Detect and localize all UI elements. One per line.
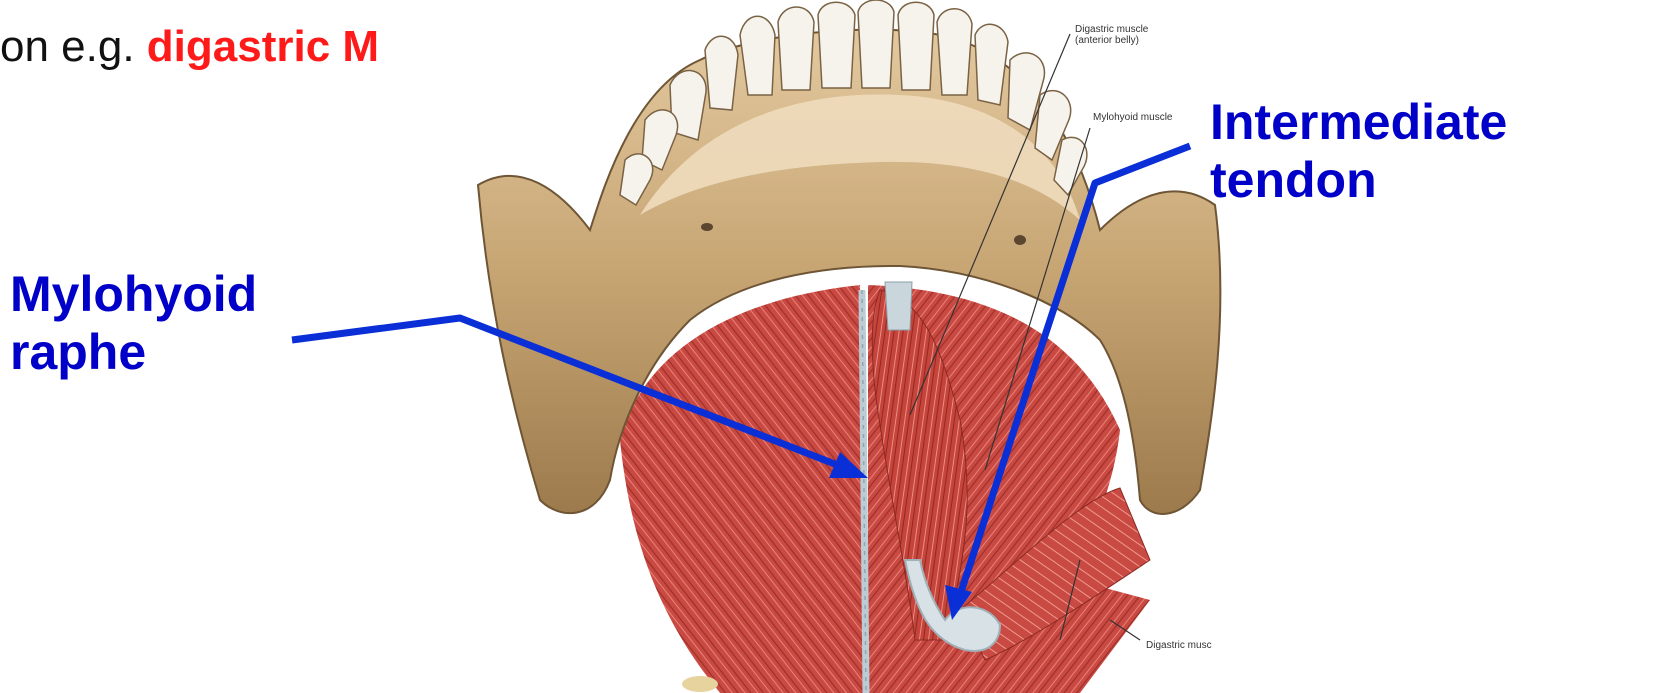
label-digastric-anterior: Digastric muscle (anterior belly) bbox=[1075, 24, 1148, 46]
intro-emphasis: digastric M bbox=[147, 22, 379, 71]
callout-line1: Mylohyoid bbox=[10, 265, 257, 323]
intro-text: on e.g. bbox=[0, 22, 147, 71]
label-line1: Digastric muscle bbox=[1075, 24, 1148, 35]
mylohyoid-raphe-callout: Mylohyoid raphe bbox=[10, 265, 257, 381]
intermediate-tendon-callout: Intermediate tendon bbox=[1210, 93, 1507, 209]
label-line2: (anterior belly) bbox=[1075, 35, 1148, 46]
label-digastric-posterior: Digastric musc bbox=[1146, 640, 1212, 651]
label-mylohyoid-muscle: Mylohyoid muscle bbox=[1093, 112, 1172, 123]
callout-line2: raphe bbox=[10, 323, 257, 381]
intro-sentence: on e.g. digastric M bbox=[0, 22, 379, 72]
callout-line2: tendon bbox=[1210, 151, 1507, 209]
callout-line1: Intermediate bbox=[1210, 93, 1507, 151]
